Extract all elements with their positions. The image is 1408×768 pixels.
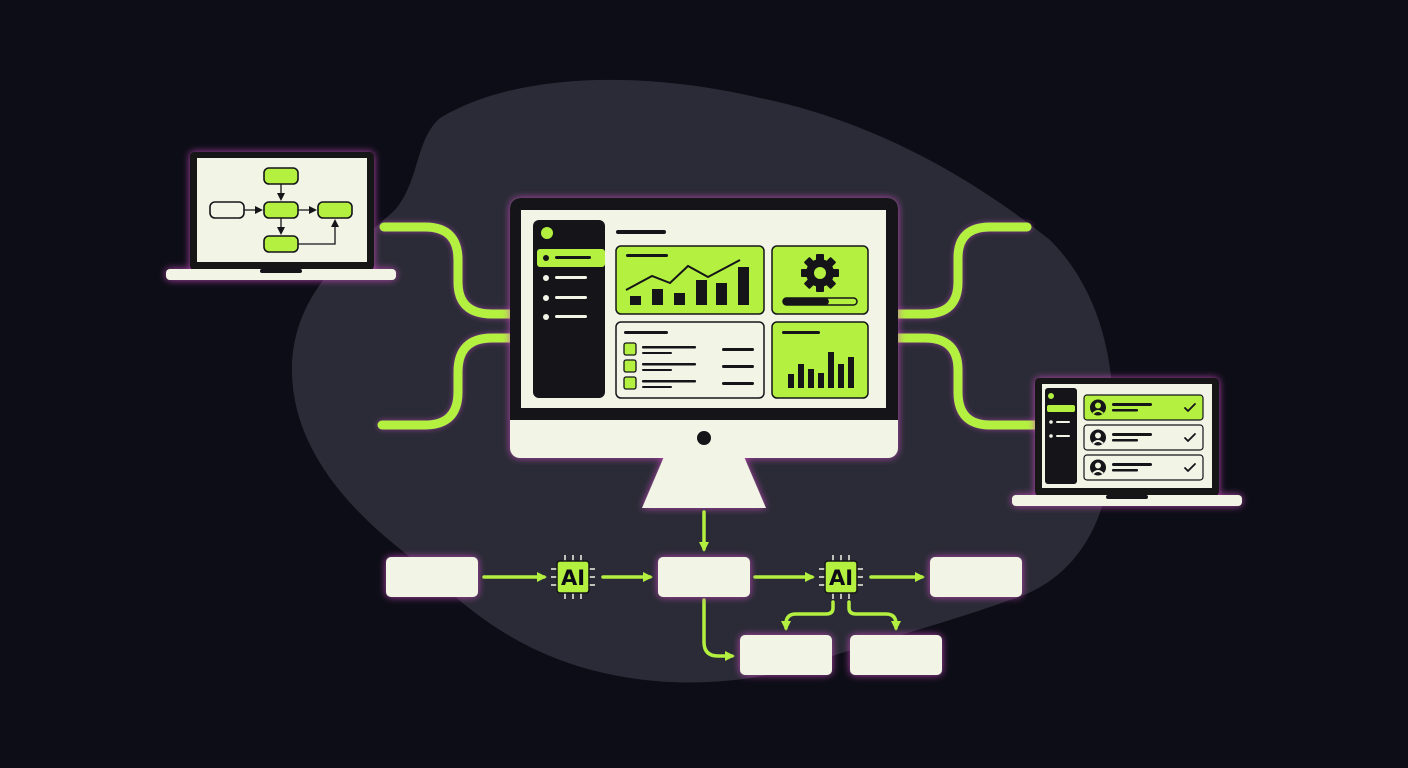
workflow-node-input[interactable] [386, 557, 478, 597]
line-chart-card [615, 245, 765, 315]
settings-card [771, 245, 869, 315]
ai-chip-label: AI [829, 566, 853, 590]
bar-chart-icon [788, 352, 854, 388]
connector-bottom-right [893, 333, 1045, 430]
workflow-node-output[interactable] [930, 557, 1022, 597]
checklist-item[interactable] [623, 376, 754, 390]
right-laptop-sidebar [1045, 388, 1077, 484]
sidebar-logo [541, 227, 553, 239]
settings-progress-fill [783, 298, 829, 305]
workflow-node-branch-left[interactable] [740, 635, 832, 675]
ai-chip: AI [819, 555, 863, 599]
cpu-chip-icon [556, 560, 590, 594]
bar-chart-card [771, 321, 869, 399]
dashboard-sidebar [533, 220, 605, 398]
monitor-camera-dot [697, 431, 711, 445]
check-icon [1184, 433, 1196, 442]
arrow-ai2-to-box5 [847, 600, 901, 631]
line-chart-icon [625, 259, 749, 305]
workflow-node-branch-right[interactable] [850, 635, 942, 675]
user-row[interactable] [1083, 454, 1204, 481]
ai-chip: AI [551, 555, 595, 599]
connector-bottom-left [377, 333, 517, 430]
check-icon [1184, 463, 1196, 472]
right-laptop-notch [1106, 495, 1148, 499]
arrow-ai2-to-box4 [781, 600, 835, 631]
sidebar-item[interactable] [543, 314, 587, 320]
flow-node-start [209, 201, 245, 219]
flow-arrow-icon [298, 219, 339, 245]
flow-node-bottom [263, 235, 299, 253]
sidebar-item[interactable] [543, 295, 587, 301]
arrow-box2-to-box4 [702, 598, 735, 661]
flow-node-center [263, 201, 299, 219]
dashboard-header-bar [616, 230, 666, 234]
connector-top-right [893, 222, 1032, 319]
left-laptop-notch [260, 269, 302, 273]
left-laptop-base [166, 269, 396, 280]
checklist-icon [623, 342, 754, 390]
ai-chip-label: AI [561, 566, 585, 590]
user-avatar-icon [1090, 429, 1106, 446]
workflow-nodes [386, 557, 1022, 675]
user-avatar-icon [1090, 459, 1106, 476]
flowchart-diagram [209, 167, 353, 253]
connector-top-left [379, 222, 517, 319]
sidebar-item[interactable] [543, 275, 587, 281]
gear-icon [801, 254, 839, 292]
flow-node-right [317, 201, 353, 219]
checklist-item[interactable] [623, 359, 754, 373]
check-icon [1184, 403, 1196, 412]
right-laptop-base [1012, 495, 1242, 506]
cpu-chip-icon [824, 560, 858, 594]
monitor-stand [642, 452, 766, 508]
user-row[interactable] [1083, 394, 1204, 421]
connector-lines [377, 222, 1045, 430]
user-list [1083, 394, 1204, 481]
checklist-card [615, 321, 765, 399]
checklist-item[interactable] [623, 342, 754, 356]
flow-node-top [263, 167, 299, 185]
workflow-arrows [482, 510, 925, 661]
workflow-node-center[interactable] [658, 557, 750, 597]
user-avatar-icon [1090, 399, 1106, 416]
user-row[interactable] [1083, 424, 1204, 451]
